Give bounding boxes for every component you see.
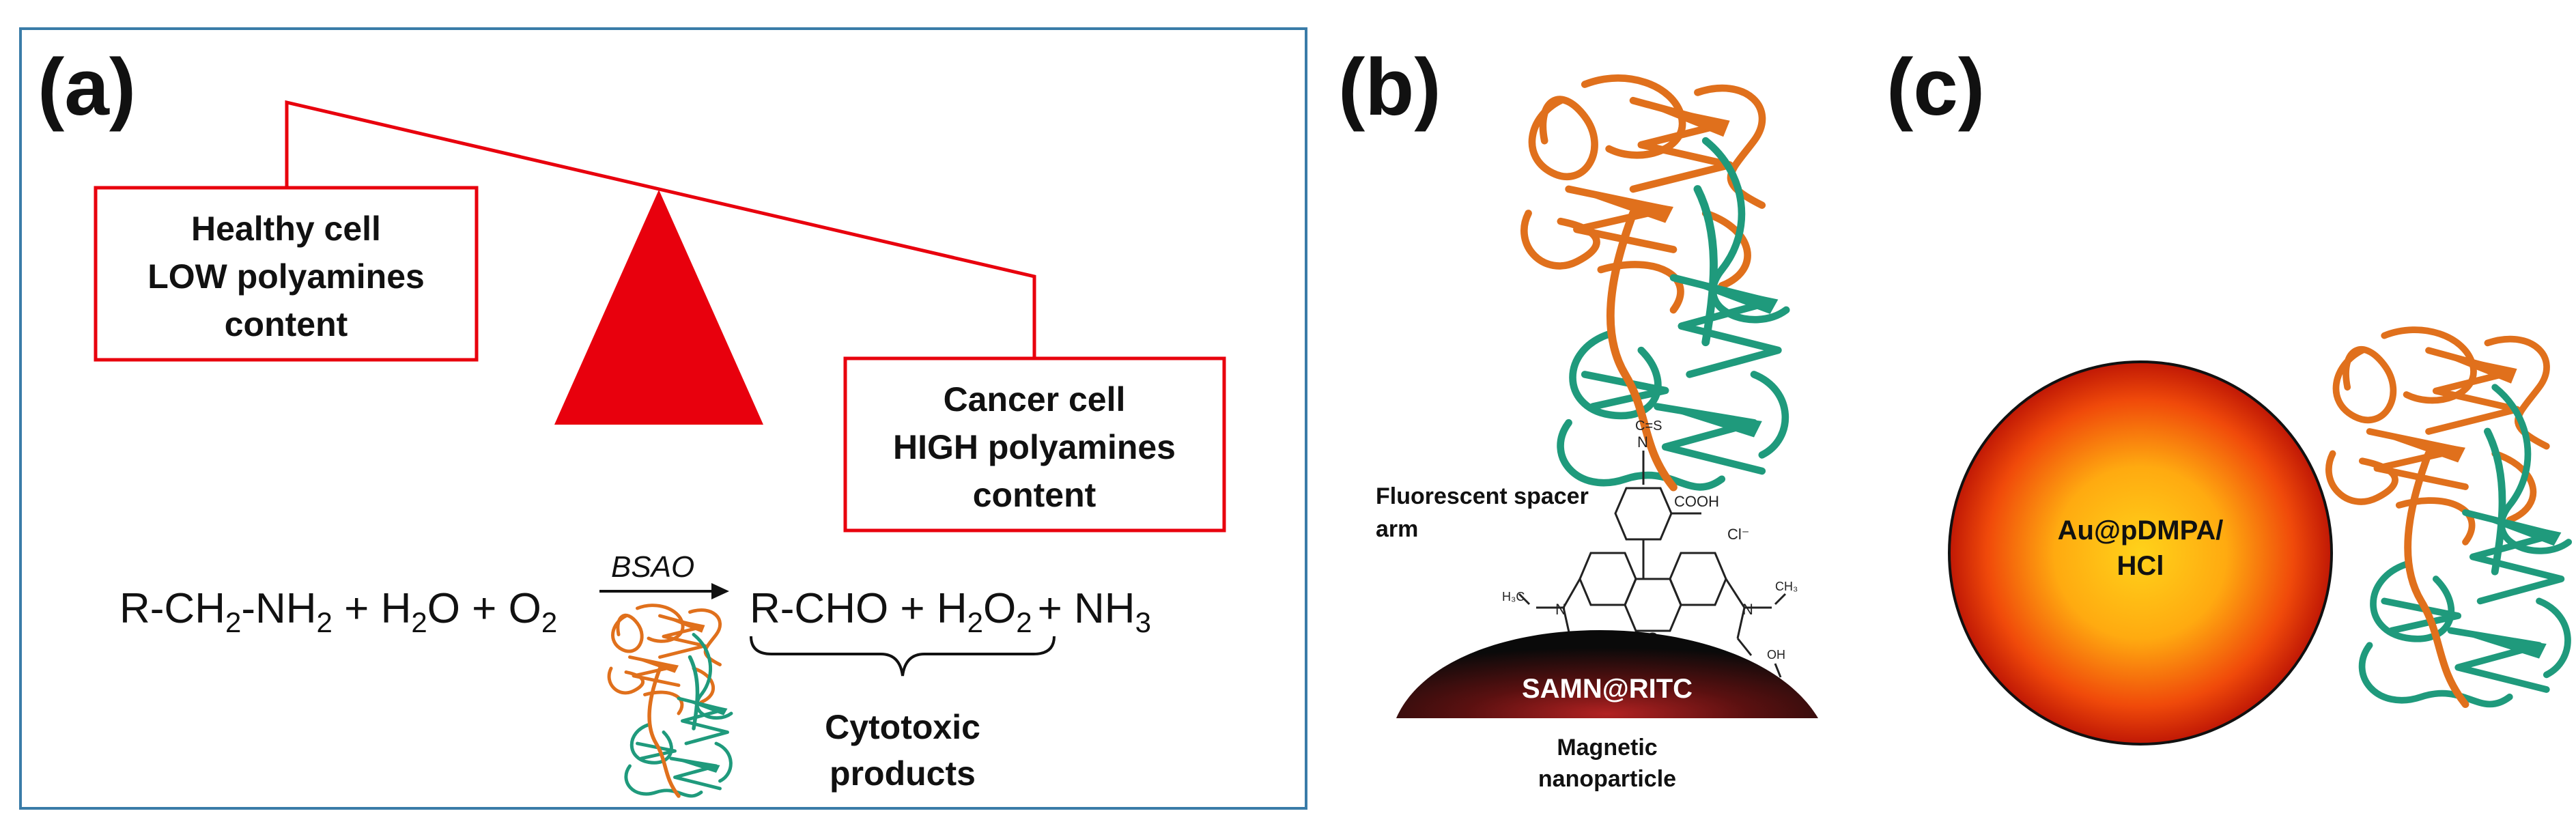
samn-label: SAMN@RITC <box>1522 674 1693 704</box>
nanoparticle-label-line-1: Magnetic <box>1557 735 1657 761</box>
panel-c-letter: (c) <box>1886 42 1985 132</box>
panel-a-letter: (a) <box>38 42 136 132</box>
svg-text:H₃C: H₃C <box>1502 590 1525 604</box>
products-label-line-2: products <box>830 754 976 793</box>
spacer-label-line-2: arm <box>1376 516 1418 542</box>
panel-b-letter: (b) <box>1338 42 1441 132</box>
healthy-box-line-1: Healthy cell <box>191 210 381 248</box>
ritc-labels: C=S N COOH Cl⁻ O N N H₃C CH₃ OH OH OH <box>1495 418 1798 668</box>
svg-text:COOH: COOH <box>1674 493 1719 510</box>
products-brace <box>750 636 1056 677</box>
svg-text:CH₃: CH₃ <box>1775 580 1798 593</box>
reaction-lhs: R-CH2-NH2 + H2O + O2 <box>119 585 557 638</box>
enzyme-label: BSAO <box>611 550 694 584</box>
panel-c: (c) Au@pDMPA/ HCl <box>1886 42 2568 746</box>
svg-text:C=S: C=S <box>1635 418 1662 434</box>
nanoparticle-label-line-2: nanoparticle <box>1538 766 1676 792</box>
panel-a: (a) Healthy cell LOW polyamines content … <box>19 27 1307 810</box>
reaction-rhs: R-CHO + H2O2+ NH3 <box>750 585 1151 638</box>
healthy-box-line-2: LOW polyamines <box>147 257 425 296</box>
svg-text:Cl⁻: Cl⁻ <box>1727 526 1749 543</box>
sphere-label-line-2: HCl <box>2117 551 2164 581</box>
ritc-structure <box>1518 451 1787 656</box>
panel-b: (b) Fluorescent spacer arm <box>1338 42 1818 792</box>
svg-text:N: N <box>1637 434 1648 451</box>
products-label-line-1: Cytotoxic <box>825 708 980 746</box>
svg-text:OH: OH <box>1767 648 1785 662</box>
svg-text:N: N <box>1742 601 1753 618</box>
balance-beam <box>285 100 1036 358</box>
cancer-box-line-2: HIGH polyamines <box>893 428 1176 466</box>
cancer-box-line-3: content <box>973 476 1096 514</box>
cancer-cell-box: Cancer cell HIGH polyamines content <box>843 356 1226 533</box>
gold-nanoparticle-icon <box>1948 360 2333 746</box>
balance-triangle-icon <box>554 190 763 425</box>
cancer-box-line-1: Cancer cell <box>944 380 1126 418</box>
protein-bsao-icon <box>2329 330 2568 704</box>
svg-text:N: N <box>1555 601 1566 618</box>
magnetic-nanoparticle-icon <box>1396 630 1818 718</box>
reaction-arrow <box>599 583 729 599</box>
healthy-cell-box: Healthy cell LOW polyamines content <box>94 186 479 362</box>
healthy-box-line-3: content <box>225 305 348 343</box>
sphere-label-line-1: Au@pDMPA/ <box>2058 515 2224 545</box>
spacer-label-line-1: Fluorescent spacer <box>1376 483 1589 509</box>
balance-scale <box>285 100 1036 425</box>
